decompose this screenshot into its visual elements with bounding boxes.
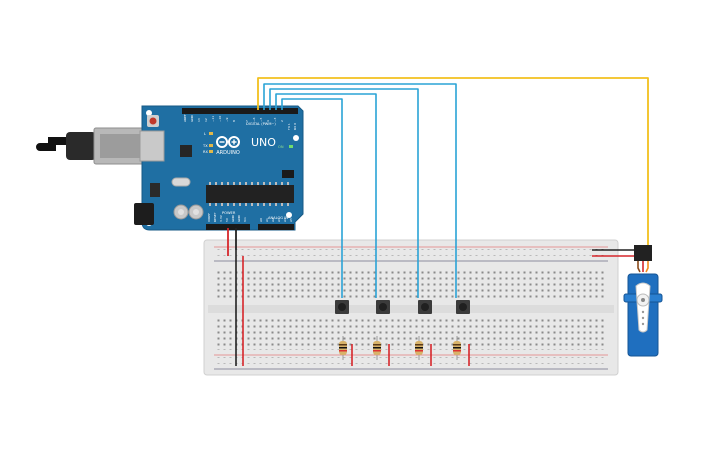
digital-pin-label: AREF — [183, 114, 187, 122]
rx-label: RX — [203, 150, 208, 154]
digital-pin-label: ~10 — [218, 116, 222, 122]
push-button[interactable] — [335, 300, 349, 314]
arduino-uno-board[interactable]: ARDUINO UNO DIGITAL (PWM~) ANALOG IN POW… — [134, 105, 304, 231]
tx-label: TX — [202, 144, 208, 148]
analog-pin-label: A0 — [259, 218, 263, 222]
wire-button-4-signal[interactable] — [263, 83, 457, 298]
digital-header-label: DIGITAL (PWM~) — [246, 122, 276, 126]
servo-motor[interactable] — [623, 245, 663, 357]
usb-cable-wire — [36, 137, 72, 151]
digital-pin-label: 13 — [197, 118, 201, 122]
power-pin-labels: IOREF RESET 3.3V 5V GND GND Vin — [207, 212, 247, 222]
analog-header-label: ANALOG IN — [268, 216, 288, 220]
model-label: UNO — [251, 136, 276, 149]
power-header[interactable] — [206, 224, 250, 230]
breadboard-center-channel — [208, 305, 614, 313]
usb-cable[interactable] — [36, 127, 157, 165]
power-header-label: POWER — [222, 211, 236, 215]
power-jack — [134, 203, 154, 225]
on-label: ON — [278, 145, 284, 149]
capacitor-top — [193, 209, 199, 215]
atmega-chip — [206, 185, 294, 203]
brand-label: ARDUINO — [216, 150, 240, 156]
digital-pin-label: ~9 — [225, 117, 229, 122]
analog-pin-label: A2 — [271, 218, 275, 222]
servo-connector — [634, 245, 652, 261]
digital-pin-label: 8 — [232, 120, 236, 122]
breadboard-bottom-terminals — [216, 318, 606, 350]
mounting-hole — [293, 135, 299, 141]
analog-pin-label: A1 — [265, 218, 269, 222]
analog-pin-label: A5 — [289, 218, 293, 222]
analog-header[interactable] — [258, 224, 294, 230]
digital-pin-label: 2 — [280, 120, 284, 122]
voltage-regulator — [150, 183, 160, 197]
analog-pin-labels: A0 A1 A2 A3 A4 A5 — [259, 218, 293, 222]
wire-servo-signal[interactable] — [257, 77, 649, 252]
power-pin-label: 5V — [225, 217, 229, 222]
usb-jack — [139, 130, 165, 162]
usb-chip — [180, 145, 192, 157]
l-label: L — [204, 132, 206, 136]
breadboard-bottom-rail-1 — [216, 357, 606, 361]
digital-pin-labels: AREF GND 13 12 ~11 ~10 ~9 8 7 ~6 ~5 4 ~3… — [183, 114, 297, 131]
servo-lead-brown — [637, 261, 641, 273]
digital-pin-label: 4 — [266, 120, 270, 122]
breadboard[interactable] — [203, 239, 619, 376]
resistor[interactable] — [415, 336, 423, 360]
digital-pin-label: ~3 — [273, 117, 277, 122]
resistor[interactable] — [453, 336, 461, 360]
crystal-oscillator — [171, 177, 191, 187]
digital-header[interactable] — [182, 108, 298, 114]
mounting-hole — [146, 110, 152, 116]
power-pin-label: GND — [231, 214, 235, 222]
power-pin-label: Vin — [243, 217, 247, 222]
digital-pin-label: ~11 — [211, 116, 215, 122]
digital-pin-label: 12 — [204, 118, 208, 122]
power-pin-label: 3.3V — [219, 214, 223, 222]
resistors — [339, 336, 461, 360]
power-pin-label: RESET — [213, 212, 217, 222]
wire-button-1-signal[interactable] — [281, 98, 343, 298]
on-led — [289, 145, 293, 148]
digital-pin-label: TX 1 — [287, 123, 291, 131]
analog-pin-label: A4 — [283, 218, 287, 222]
breadboard-top-rail-1 — [216, 249, 606, 253]
push-button[interactable] — [418, 300, 432, 314]
wires — [227, 77, 649, 366]
arduino-logo-icon — [216, 136, 240, 148]
power-pin-label: GND — [237, 214, 241, 222]
reset-button-cap — [149, 117, 157, 125]
servo-lead-orange — [645, 261, 649, 273]
servo-screw — [641, 298, 645, 302]
rx-led — [209, 150, 213, 153]
mounting-hole — [286, 212, 292, 218]
tx-led — [209, 144, 213, 147]
digital-pin-label: ~6 — [252, 117, 256, 122]
breadboard-top-rail-2 — [216, 255, 606, 259]
wire-button-2-signal[interactable] — [275, 93, 377, 298]
push-button[interactable] — [376, 300, 390, 314]
breadboard-top-terminals — [216, 268, 606, 300]
atmega-pins — [209, 182, 289, 206]
push-button[interactable] — [456, 300, 470, 314]
digital-pin-label: RX 0 — [293, 123, 297, 130]
icsp-header — [282, 170, 294, 178]
digital-pin-label: 7 — [245, 120, 249, 122]
digital-pin-label: ~5 — [259, 117, 263, 122]
analog-pin-label: A3 — [277, 218, 281, 222]
l-led — [209, 132, 213, 135]
digital-pin-label: GND — [190, 114, 194, 122]
push-buttons — [335, 300, 470, 314]
usb-plug-boot — [66, 132, 96, 160]
resistor[interactable] — [339, 336, 347, 360]
resistor[interactable] — [373, 336, 381, 360]
breadboard-bottom-rail-2 — [216, 363, 606, 367]
wire-button-3-signal[interactable] — [269, 88, 419, 298]
capacitor-top — [178, 209, 184, 215]
power-pin-label: IOREF — [207, 213, 211, 222]
